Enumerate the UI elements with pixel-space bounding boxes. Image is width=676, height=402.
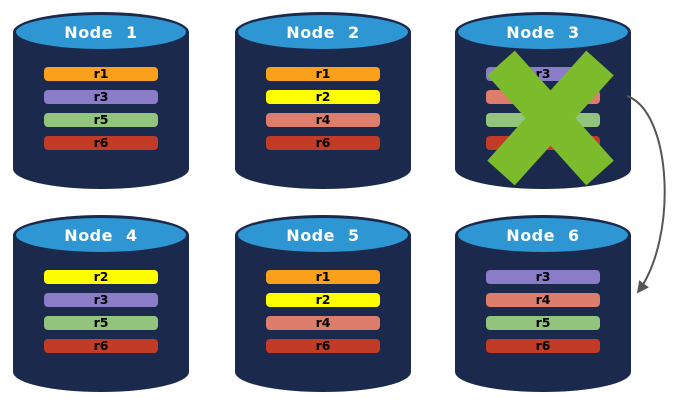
node-4-replica-r6: r6 — [44, 339, 158, 353]
node-4-replica-list: r2 r3 r5 r6 — [13, 270, 189, 353]
node-1-title: Node 1 — [64, 23, 138, 42]
node-failure-x-icon — [455, 12, 631, 189]
node-4-replica-r5: r5 — [44, 316, 158, 330]
node-3: r3 r4 r5 r6 Node 3 — [455, 12, 631, 189]
node-1-replica-list: r1 r3 r5 r6 — [13, 67, 189, 150]
node-6-title: Node 6 — [506, 226, 580, 245]
node-4: r2 r3 r5 r6 Node 4 — [13, 215, 189, 392]
node-6-replica-r6: r6 — [486, 339, 600, 353]
node-2: r1 r2 r4 r6 Node 2 — [235, 12, 411, 189]
node-5-replica-r6: r6 — [266, 339, 380, 353]
node-2-title: Node 2 — [286, 23, 360, 42]
node-2-replica-list: r1 r2 r4 r6 — [235, 67, 411, 150]
node-4-cylinder-top: Node 4 — [13, 215, 189, 255]
node-1-replica-r1: r1 — [44, 67, 158, 81]
node-1: r1 r3 r5 r6 Node 1 — [13, 12, 189, 189]
node-6-replica-r4: r4 — [486, 293, 600, 307]
node-2-cylinder-top: Node 2 — [235, 12, 411, 52]
node-5-title: Node 5 — [286, 226, 360, 245]
node-3-title: Node 3 — [506, 23, 580, 42]
node-1-replica-r6: r6 — [44, 136, 158, 150]
failover-arrow-path — [626, 95, 666, 294]
node-5: r1 r2 r4 r6 Node 5 — [235, 215, 411, 392]
node-5-replica-list: r1 r2 r4 r6 — [235, 270, 411, 353]
node-1-replica-r5: r5 — [44, 113, 158, 127]
node-6-replica-list: r3 r4 r5 r6 — [455, 270, 631, 353]
node-1-cylinder-top: Node 1 — [13, 12, 189, 52]
node-6: r3 r4 r5 r6 Node 6 — [455, 215, 631, 392]
node-4-replica-r3: r3 — [44, 293, 158, 307]
node-2-replica-r4: r4 — [266, 113, 380, 127]
node-4-title: Node 4 — [64, 226, 138, 245]
node-1-replica-r3: r3 — [44, 90, 158, 104]
node-2-replica-r2: r2 — [266, 90, 380, 104]
node-5-replica-r2: r2 — [266, 293, 380, 307]
node-6-replica-r3: r3 — [486, 270, 600, 284]
node-5-replica-r1: r1 — [266, 270, 380, 284]
node-2-replica-r1: r1 — [266, 67, 380, 81]
node-5-replica-r4: r4 — [266, 316, 380, 330]
node-3-cylinder-top: Node 3 — [455, 12, 631, 52]
node-6-cylinder-top: Node 6 — [455, 215, 631, 255]
node-5-cylinder-top: Node 5 — [235, 215, 411, 255]
node-4-replica-r2: r2 — [44, 270, 158, 284]
node-6-replica-r5: r5 — [486, 316, 600, 330]
node-2-replica-r6: r6 — [266, 136, 380, 150]
